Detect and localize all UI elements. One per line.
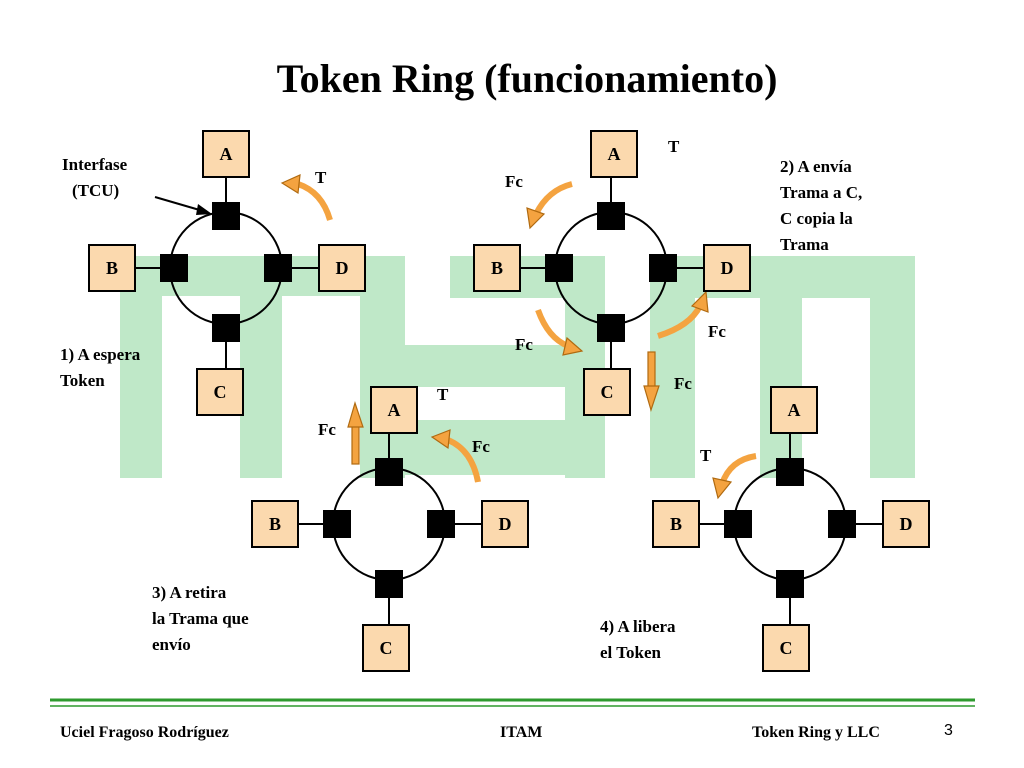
tcu-square-icon: [649, 254, 677, 282]
tcu-square-icon: [724, 510, 752, 538]
tcu-square-icon: [776, 570, 804, 598]
caption-line: la Trama que: [152, 609, 249, 628]
page-number: 3: [944, 722, 953, 739]
caption-line: Trama a C,: [780, 183, 863, 202]
interface-sublabel: (TCU): [72, 181, 120, 200]
caption-line: C copia la: [780, 209, 853, 228]
station-c: C: [583, 368, 631, 416]
tcu-square-icon: [597, 314, 625, 342]
station-a: A: [202, 130, 250, 178]
token-label: T: [668, 137, 680, 156]
frame-label: Fc: [472, 437, 490, 456]
caption-line: 1) A espera: [60, 345, 141, 364]
caption-line: Token: [60, 371, 105, 390]
step-1-caption: 1) A espera Token: [60, 342, 140, 394]
station-b: B: [473, 244, 521, 292]
station-b: B: [88, 244, 136, 292]
station-c: C: [362, 624, 410, 672]
station-a: A: [770, 386, 818, 434]
tcu-square-icon: [160, 254, 188, 282]
step-3-caption: 3) A retira la Trama que envío: [152, 580, 249, 658]
station-a: A: [370, 386, 418, 434]
station-d: D: [703, 244, 751, 292]
station-d: D: [318, 244, 366, 292]
token-label: T: [700, 446, 712, 465]
tcu-square-icon: [828, 510, 856, 538]
station-c: C: [762, 624, 810, 672]
footer-author: Uciel Fragoso Rodríguez: [60, 724, 229, 741]
slide-title: Token Ring (funcionamiento): [276, 56, 778, 101]
step-2-caption: 2) A envía Trama a C, C copia la Trama: [780, 154, 862, 258]
tcu-square-icon: [776, 458, 804, 486]
curved-arrow-icon: [657, 290, 709, 339]
token-label: T: [315, 168, 327, 187]
interface-label: Interfase: [62, 155, 128, 174]
tcu-square-icon: [375, 570, 403, 598]
caption-line: envío: [152, 635, 191, 654]
token-label: T: [437, 385, 449, 404]
station-b: B: [652, 500, 700, 548]
curved-arrow-icon: [535, 308, 584, 356]
itam-logo-watermark: [120, 256, 915, 478]
caption-line: Trama: [780, 235, 829, 254]
footer-institution: ITAM: [500, 724, 543, 741]
caption-line: 4) A libera: [600, 617, 676, 636]
footer-topic: Token Ring y LLC: [752, 724, 880, 741]
tcu-square-icon: [323, 510, 351, 538]
station-d: D: [882, 500, 930, 548]
curved-arrow-icon: [430, 429, 481, 483]
tcu-square-icon: [212, 314, 240, 342]
frame-label: Fc: [708, 322, 726, 341]
station-b: B: [251, 500, 299, 548]
caption-line: 2) A envía: [780, 157, 852, 176]
tcu-square-icon: [427, 510, 455, 538]
frame-label: Fc: [505, 172, 523, 191]
tcu-square-icon: [212, 202, 240, 230]
footer-divider: [50, 698, 975, 707]
tcu-square-icon: [545, 254, 573, 282]
tcu-square-icon: [264, 254, 292, 282]
frame-label: Fc: [515, 335, 533, 354]
station-d: D: [481, 500, 529, 548]
straight-arrow-down-icon: [643, 351, 660, 413]
frame-label: Fc: [318, 420, 336, 439]
straight-arrow-up-icon: [347, 400, 364, 465]
caption-line: el Token: [600, 643, 661, 662]
tcu-square-icon: [375, 458, 403, 486]
curved-arrow-icon: [280, 174, 333, 221]
frame-label: Fc: [674, 374, 692, 393]
tcu-square-icon: [597, 202, 625, 230]
interface-pointer-arrow: [154, 196, 212, 215]
station-a: A: [590, 130, 638, 178]
curved-arrow-icon: [526, 181, 573, 230]
curved-arrow-icon: [712, 453, 757, 500]
step-4-caption: 4) A libera el Token: [600, 614, 676, 666]
station-c: C: [196, 368, 244, 416]
caption-line: 3) A retira: [152, 583, 227, 602]
